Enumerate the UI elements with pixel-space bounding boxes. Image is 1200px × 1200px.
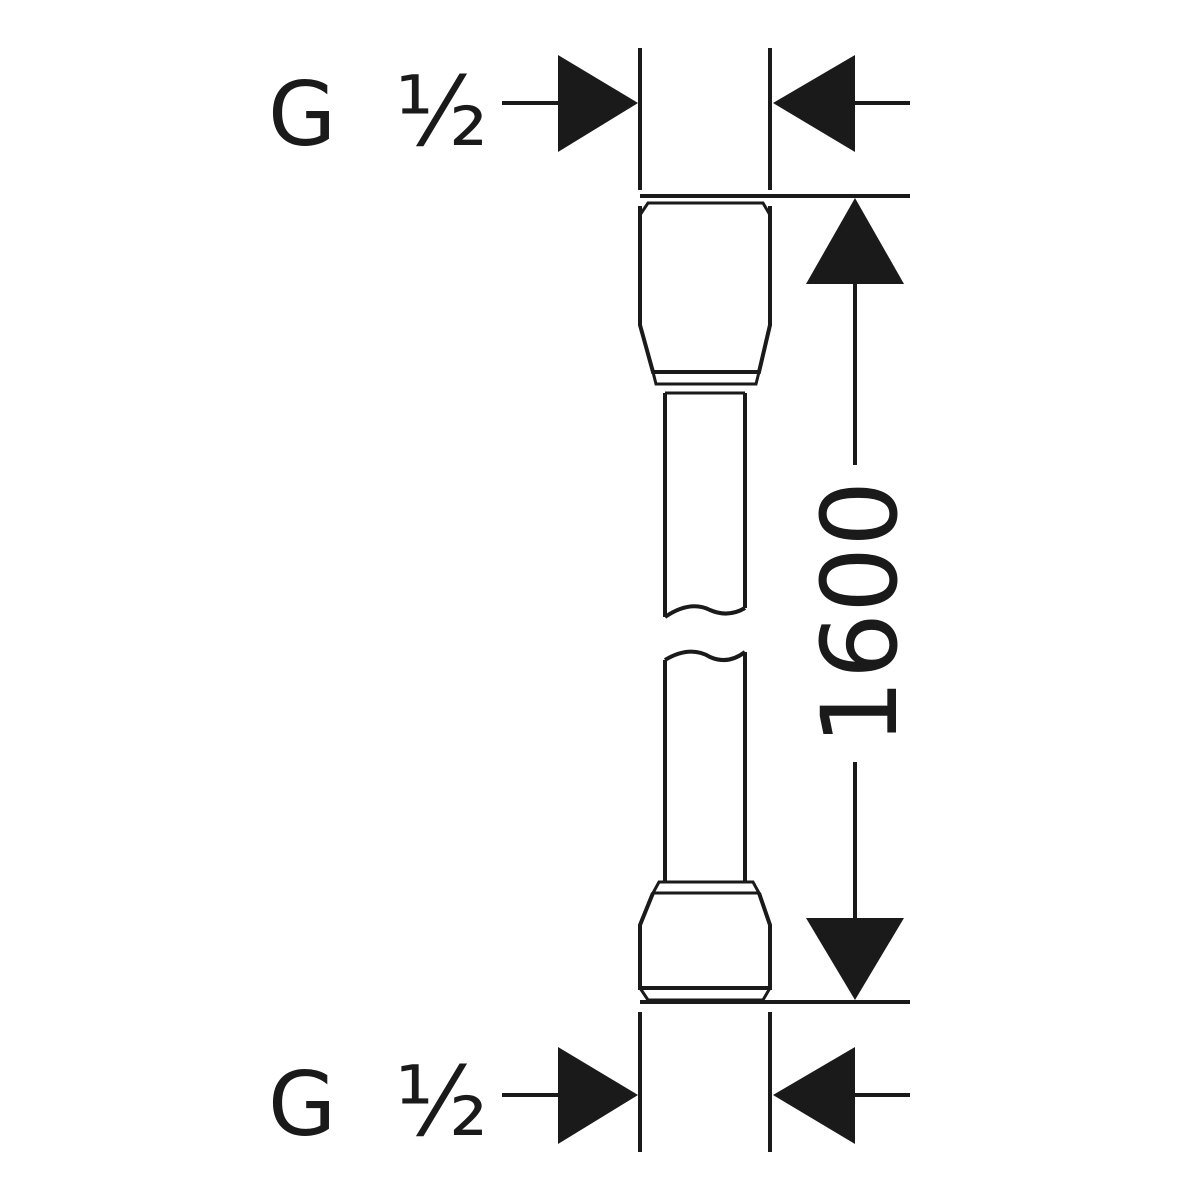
- bottom-fitting: [638, 880, 910, 1004]
- upper-tube-segment: [663, 391, 747, 619]
- top-right-arrowhead: [773, 55, 855, 152]
- bottom-left-arrowhead: [558, 1047, 638, 1144]
- lower-tube-segment: [663, 649, 747, 882]
- bottom-right-arrowhead: [773, 1047, 855, 1144]
- top-fitting: [638, 194, 910, 386]
- length-top-arrowhead: [806, 198, 904, 284]
- length-dimension: 1600: [799, 198, 921, 1000]
- bottom-thread-letter: G: [268, 1053, 336, 1156]
- hose-drawing: [638, 194, 910, 1004]
- top-thread-letter: G: [268, 63, 336, 166]
- bottom-thread-label: G ½: [268, 1046, 488, 1158]
- top-thread-size: ½: [395, 56, 488, 168]
- length-value: 1600: [799, 481, 921, 746]
- bottom-thread-size: ½: [395, 1046, 488, 1158]
- top-thread-label: G ½: [268, 56, 488, 168]
- top-left-arrowhead: [558, 55, 638, 152]
- length-bottom-arrowhead: [806, 918, 904, 1000]
